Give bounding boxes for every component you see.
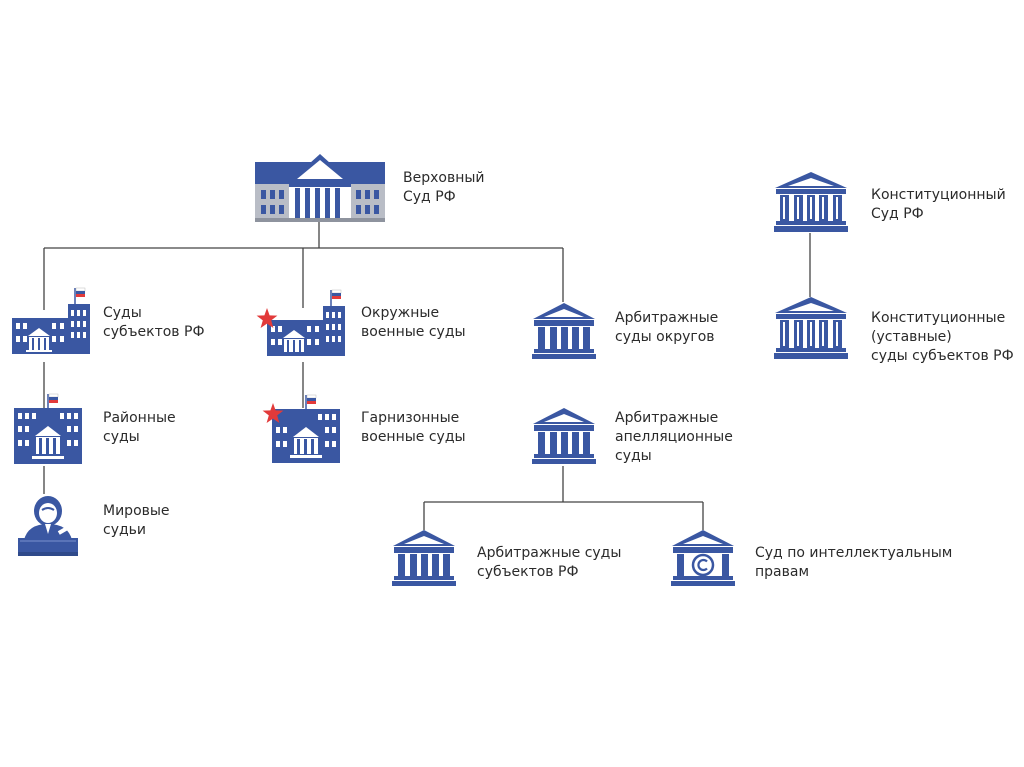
- government-building-flag-icon: [14, 393, 82, 464]
- copyright-courthouse-icon: [671, 530, 735, 586]
- label-line: субъектов РФ: [103, 324, 205, 340]
- label-line: Суд РФ: [403, 189, 456, 205]
- label-line: военные суды: [361, 429, 466, 445]
- label-line: суды субъектов РФ: [871, 348, 1014, 364]
- supreme-court-building-icon: [255, 154, 385, 222]
- government-building-flag-icon: [12, 287, 90, 354]
- label-line: правам: [755, 564, 810, 580]
- node-label: Арбитражные апелляционные суды: [615, 409, 733, 466]
- node-label: Районные суды: [103, 409, 176, 447]
- label-line: Гарнизонные: [361, 410, 460, 426]
- node-label: Верховный Суд РФ: [403, 169, 485, 207]
- military-court-building-star-icon: [256, 289, 345, 356]
- node-label: Конституционные (уставные) суды субъекто…: [871, 309, 1014, 366]
- label-line: Окружные: [361, 305, 440, 321]
- label-line: (уставные): [871, 329, 952, 345]
- label-line: суды округов: [615, 329, 715, 345]
- node-label: Конституционный Суд РФ: [871, 186, 1006, 224]
- label-line: субъектов РФ: [477, 564, 579, 580]
- military-court-building-star-icon: [262, 394, 340, 463]
- label-line: Верховный: [403, 170, 485, 186]
- node-label: Суды субъектов РФ: [103, 304, 205, 342]
- judge-at-desk-icon: [18, 496, 78, 556]
- label-line: Районные: [103, 410, 176, 426]
- label-line: суды: [615, 448, 652, 464]
- courthouse-columns-icon: [532, 408, 596, 464]
- constitutional-court-icon: [774, 297, 848, 359]
- node-label: Арбитражные суды округов: [615, 309, 718, 347]
- label-line: судьи: [103, 522, 147, 538]
- label-line: Суд по интеллектуальным: [755, 545, 953, 561]
- red-star-icon: [262, 403, 284, 423]
- label-line: суды: [103, 429, 140, 445]
- label-line: военные суды: [361, 324, 466, 340]
- label-line: апелляционные: [615, 429, 733, 445]
- label-line: Суд РФ: [871, 206, 924, 222]
- label-line: Арбитражные: [615, 310, 719, 326]
- label-line: Конституционный: [871, 187, 1006, 203]
- red-star-icon: [256, 308, 278, 328]
- constitutional-court-icon: [774, 172, 848, 232]
- label-line: Арбитражные: [615, 410, 719, 426]
- label-line: Арбитражные суды: [477, 545, 622, 561]
- node-label: Гарнизонные военные суды: [361, 409, 466, 447]
- node-label: Окружные военные суды: [361, 304, 466, 342]
- label-line: Мировые: [103, 503, 170, 519]
- node-label: Арбитражные суды субъектов РФ: [477, 544, 621, 582]
- label-line: Конституционные: [871, 310, 1006, 326]
- node-label: Мировые судьи: [103, 502, 170, 540]
- courthouse-columns-icon: [392, 530, 456, 586]
- node-label: Суд по интеллектуальным правам: [755, 544, 952, 582]
- label-line: Суды: [103, 305, 142, 321]
- courthouse-columns-icon: [532, 303, 596, 359]
